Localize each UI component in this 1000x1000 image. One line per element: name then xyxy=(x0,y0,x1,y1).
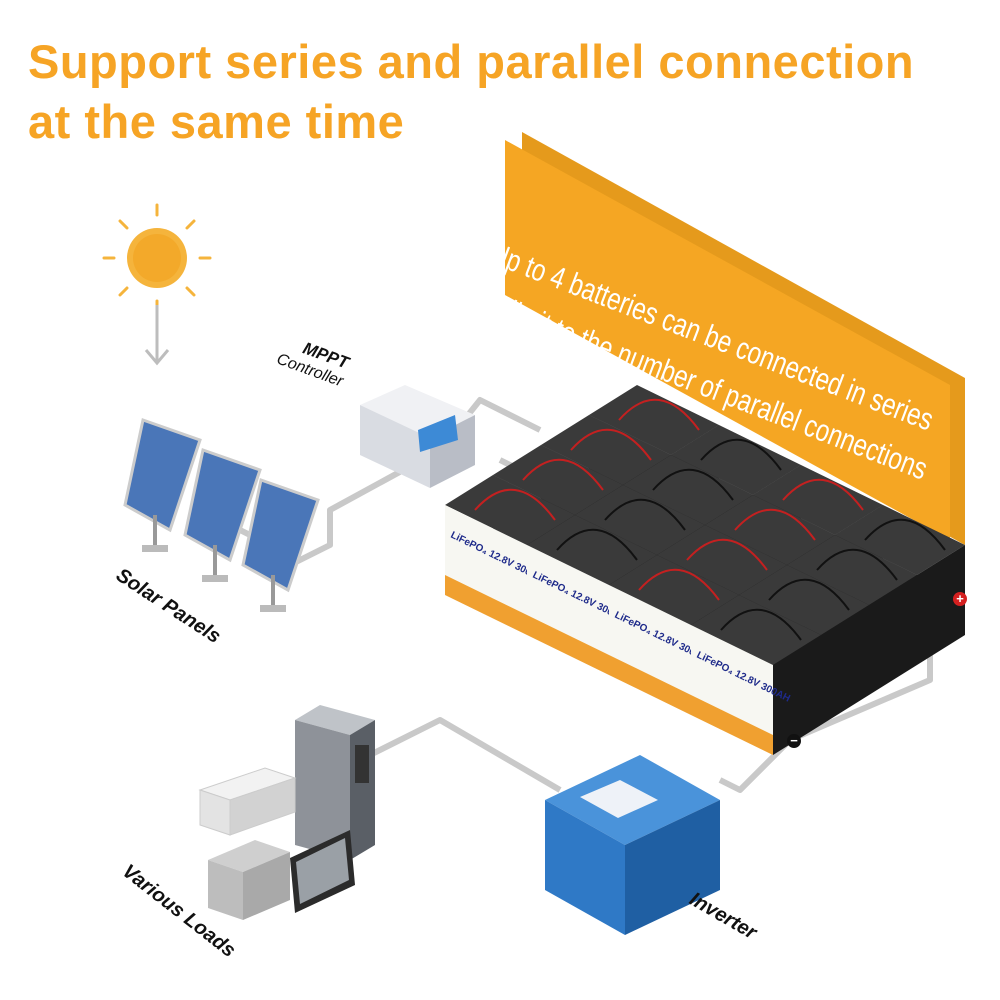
battery-cable xyxy=(570,428,652,461)
battery-cable xyxy=(474,488,556,521)
battery-cable xyxy=(652,468,734,501)
battery-cable xyxy=(638,568,720,601)
positive-terminal-icon: + xyxy=(953,592,967,606)
negative-terminal-icon: − xyxy=(787,734,801,748)
battery-cable xyxy=(816,548,898,581)
headline-line-1: Support series and parallel connection xyxy=(28,35,915,88)
sun-icon xyxy=(102,203,212,313)
battery-cable xyxy=(522,458,604,491)
battery-cable xyxy=(734,508,816,541)
solar-panels xyxy=(123,418,320,612)
various-loads xyxy=(198,705,375,920)
battery-cable xyxy=(864,518,946,551)
battery-cable xyxy=(720,608,802,641)
mppt-controller xyxy=(360,385,475,488)
battery-cable xyxy=(768,578,850,611)
battery-cable xyxy=(686,538,768,571)
battery-cable xyxy=(782,478,864,511)
battery: LiFePO₄ 12.8V 300AH xyxy=(691,595,821,755)
inverter-unit xyxy=(545,755,720,935)
headline-line-2: at the same time xyxy=(28,95,405,148)
battery-cable xyxy=(604,498,686,531)
battery-cable xyxy=(618,398,700,431)
info-banner xyxy=(505,132,965,545)
battery-cable xyxy=(556,528,638,561)
battery-cable xyxy=(700,438,782,471)
arrow-down-icon xyxy=(144,305,170,366)
